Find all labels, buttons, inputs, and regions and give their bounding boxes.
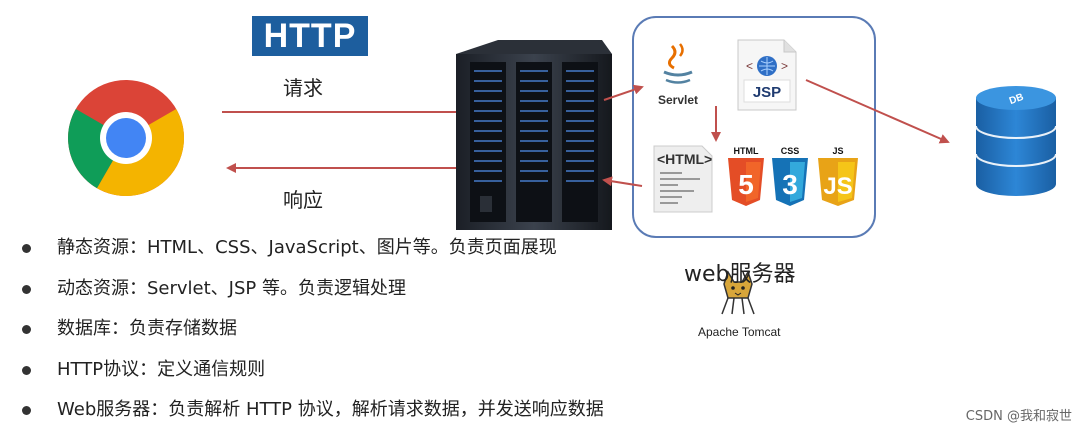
html-document-icon: <HTML>	[653, 145, 713, 213]
list-item-text: HTTP协议：定义通信规则	[57, 358, 266, 380]
server-rack-icon	[456, 40, 612, 230]
db-label: DB	[1008, 92, 1025, 107]
bullet-dot	[22, 244, 31, 253]
svg-text:5: 5	[738, 169, 754, 200]
request-label: 请求	[283, 76, 323, 100]
jsp-label: JSP	[753, 84, 781, 101]
svg-text:<: <	[746, 59, 753, 73]
list-item-text: Web服务器：负责解析 HTTP 协议，解析请求数据，并发送响应数据	[57, 399, 604, 420]
list-item: HTTP协议：定义通信规则	[18, 354, 604, 395]
list-item: 动态资源：Servlet、JSP 等。负责逻辑处理	[18, 273, 604, 314]
svg-text:3: 3	[782, 169, 798, 200]
bullet-list: 静态资源：HTML、CSS、JavaScript、图片等。负责页面展现 动态资源…	[18, 232, 604, 435]
html-to-server-arrow	[602, 176, 643, 187]
tomcat-caption: Apache Tomcat	[698, 325, 781, 339]
list-item-text: 静态资源：HTML、CSS、JavaScript、图片等。负责页面展现	[57, 237, 557, 258]
bullet-dot	[22, 406, 31, 415]
svg-text:JS: JS	[823, 173, 852, 200]
tomcat-icon	[721, 270, 755, 315]
web-server-box	[632, 16, 876, 238]
http-badge: HTTP	[252, 16, 368, 56]
bullet-dot	[22, 284, 31, 294]
svg-text:>: >	[781, 59, 788, 73]
html-document-label: <HTML>	[657, 151, 712, 167]
bullet-dot	[22, 365, 31, 375]
jsp-file-icon: < > JSP	[737, 39, 797, 111]
server-to-servlet-arrow	[603, 84, 644, 101]
jsp-to-db-arrow	[805, 79, 950, 144]
html5-icon: HTML 5	[728, 146, 764, 206]
servlet-java-icon: Servlet	[650, 36, 706, 108]
servlet-label: Servlet	[658, 93, 698, 107]
web-server-label: web服务器	[684, 262, 796, 287]
database-icon: DB	[975, 86, 1057, 196]
css3-label: CSS	[781, 146, 800, 156]
html5-label: HTML	[734, 146, 759, 156]
list-item-text: 数据库：负责存储数据	[57, 318, 237, 339]
list-item: 数据库：负责存储数据	[18, 313, 604, 354]
list-item: Web服务器：负责解析 HTTP 协议，解析请求数据，并发送响应数据	[18, 394, 604, 435]
bullet-dot	[22, 325, 31, 334]
list-item: 静态资源：HTML、CSS、JavaScript、图片等。负责页面展现	[18, 232, 604, 273]
response-label: 响应	[283, 188, 323, 212]
list-item-text: 动态资源：Servlet、JSP 等。负责逻辑处理	[57, 277, 406, 299]
chrome-browser-icon	[68, 80, 184, 196]
css3-icon: CSS 3	[772, 146, 808, 206]
js-label: JS	[832, 146, 843, 156]
javascript-icon: JS JS	[818, 146, 858, 206]
watermark: CSDN @我和寂世	[965, 409, 1072, 424]
